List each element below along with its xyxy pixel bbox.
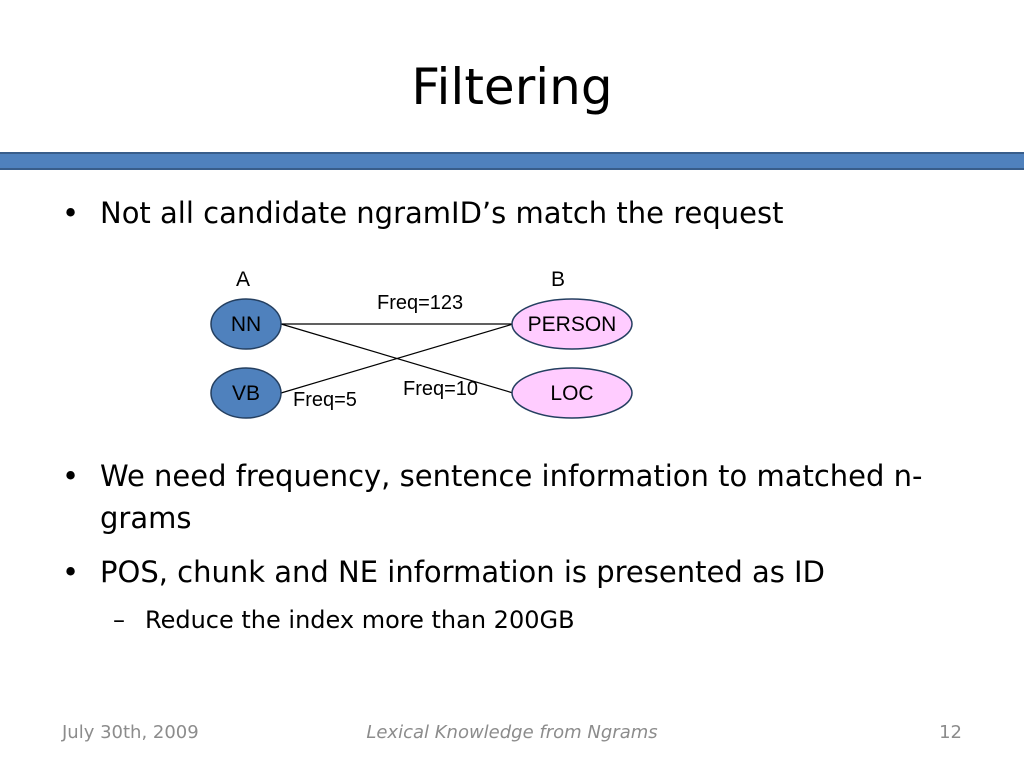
sub-bullet-1-marker: –: [113, 606, 125, 634]
node-person: [511, 298, 633, 350]
node-nn: [210, 298, 282, 350]
edge-label-nn-loc: Freq=10: [403, 378, 478, 400]
column-b-label: B: [551, 268, 565, 291]
slide-title: Filtering: [411, 58, 613, 116]
node-vb: [210, 367, 282, 419]
edge-vb-person: [280, 323, 514, 394]
node-loc: [511, 367, 633, 419]
bullet-1-marker: •: [62, 196, 80, 230]
node-nn-label: NN: [231, 313, 261, 336]
bullet-3-text: POS, chunk and NE information is present…: [100, 555, 825, 589]
title-divider-bar: [0, 152, 1024, 170]
bullet-3-marker: •: [62, 555, 80, 589]
footer-page-number: 12: [939, 722, 962, 743]
node-person-label: PERSON: [528, 313, 617, 336]
sub-bullet-1-text: Reduce the index more than 200GB: [145, 606, 575, 634]
node-loc-label: LOC: [550, 382, 593, 405]
footer-presentation-title: Lexical Knowledge from Ngrams: [366, 722, 658, 743]
bullet-2-text: We need frequency, sentence information …: [100, 459, 923, 535]
node-vb-label: VB: [232, 382, 260, 405]
footer-date: July 30th, 2009: [62, 722, 199, 743]
column-a-label: A: [236, 268, 250, 291]
bullet-2-marker: •: [62, 459, 80, 493]
edge-label-nn-person: Freq=123: [377, 292, 463, 314]
edge-label-vb-person: Freq=5: [293, 389, 357, 411]
bullet-1-text: Not all candidate ngramID’s match the re…: [100, 196, 784, 230]
edge-nn-loc: [280, 323, 514, 394]
